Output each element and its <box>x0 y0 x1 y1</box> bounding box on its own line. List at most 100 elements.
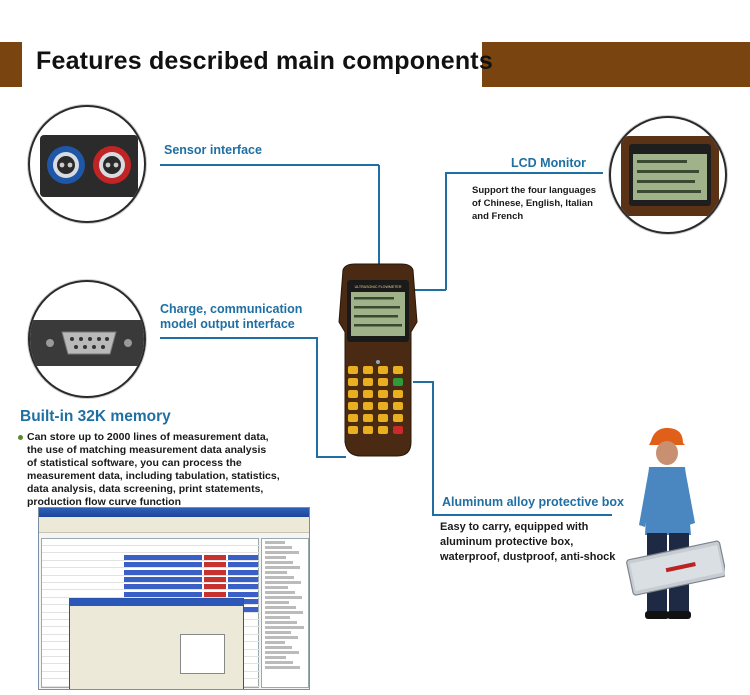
sensor-label-underline <box>160 164 379 166</box>
header-band-right <box>482 42 750 87</box>
device-key <box>363 414 373 422</box>
software-table-cell <box>228 591 258 597</box>
sensor-connector-icon <box>40 135 138 197</box>
software-dialog-chart <box>180 634 225 674</box>
software-table-cell <box>228 569 258 575</box>
software-table-row <box>42 569 260 576</box>
memory-desc-line-5: data analysis, data screening, print sta… <box>27 483 264 495</box>
charge-connector-line <box>316 337 318 457</box>
device-key <box>348 402 358 410</box>
lcd-screen-icon <box>621 136 719 216</box>
db9-port-icon <box>30 320 144 366</box>
aluminum-box-label: Aluminum alloy protective box <box>442 495 624 509</box>
lcd-label-underline <box>445 172 603 174</box>
software-side-line <box>265 576 294 579</box>
lcd-desc-line-2: of Chinese, English, Italian <box>472 198 593 209</box>
lcd-desc-line-1: Support the four languages <box>472 185 597 196</box>
device-key <box>363 426 373 434</box>
software-window-toolbar <box>39 524 309 533</box>
software-dialog <box>69 598 244 689</box>
aluminum-desc-line-3: waterproof, dustproof, anti-shock <box>440 551 616 563</box>
software-side-line <box>265 666 300 669</box>
software-side-line <box>265 616 290 619</box>
software-table-cell <box>228 577 258 582</box>
device-key <box>363 378 373 386</box>
device-key <box>393 390 403 398</box>
software-table-cell <box>204 569 226 575</box>
header-band-left <box>0 42 22 87</box>
software-table-cell <box>124 562 202 568</box>
charge-label-underline <box>160 337 317 339</box>
software-table-cell <box>124 577 202 582</box>
software-table-row <box>42 554 260 561</box>
software-table-row <box>42 561 260 569</box>
software-side-line <box>265 621 297 624</box>
software-side-panel <box>261 538 309 688</box>
aluminum-desc-line-2: aluminum protective box, <box>440 536 574 548</box>
software-side-line <box>265 546 292 549</box>
software-side-line <box>265 636 298 639</box>
lcd-monitor-circle <box>609 116 727 234</box>
software-table-row <box>42 583 260 591</box>
software-side-line <box>265 631 291 634</box>
lcd-monitor-label: LCD Monitor <box>511 156 586 170</box>
software-window-titlebar <box>39 508 309 517</box>
memory-desc-line-6: production flow curve function <box>27 496 181 508</box>
software-side-line <box>265 571 287 574</box>
software-table-row <box>42 591 260 598</box>
software-side-line <box>265 541 285 544</box>
software-table-cell <box>204 562 226 568</box>
software-side-line <box>265 656 286 659</box>
device-key <box>393 378 403 386</box>
device-key <box>363 390 373 398</box>
device-key <box>378 426 388 434</box>
software-side-line <box>265 586 288 589</box>
software-side-line <box>265 596 302 599</box>
software-side-line <box>265 551 299 554</box>
worker-figure-icon <box>626 427 725 619</box>
charge-label-line-2: model output interface <box>160 317 295 331</box>
software-side-line <box>265 626 304 629</box>
software-table-cell <box>228 562 258 568</box>
device-key <box>363 402 373 410</box>
aluminum-connector-line <box>432 381 434 515</box>
aluminum-desc-line-1: Easy to carry, equipped with <box>440 521 589 533</box>
device-brand-text: ULTRASONIC FLOWMETER <box>355 285 402 289</box>
sensor-interface-circle <box>28 105 146 223</box>
memory-desc: Can store up to 2000 lines of measuremen… <box>18 431 288 509</box>
software-side-line <box>265 601 289 604</box>
software-table-row <box>42 539 260 546</box>
device-key <box>393 366 403 374</box>
software-side-line <box>265 566 300 569</box>
device-key <box>378 366 388 374</box>
software-table-cell <box>228 584 258 590</box>
software-side-line <box>265 591 295 594</box>
device-key <box>393 402 403 410</box>
device-key <box>378 378 388 386</box>
software-table-cell <box>228 554 258 560</box>
device-key <box>348 390 358 398</box>
software-table-cell <box>124 569 202 575</box>
software-side-line <box>265 611 303 614</box>
aluminum-connector-horizontal <box>413 381 433 383</box>
device-key <box>348 414 358 422</box>
device-key <box>378 402 388 410</box>
software-table-cell <box>204 554 226 560</box>
software-table-row <box>42 546 260 554</box>
lcd-connector-horizontal <box>405 289 446 291</box>
memory-desc-line-1: Can store up to 2000 lines of measuremen… <box>27 431 269 443</box>
software-side-line <box>265 606 296 609</box>
device-key <box>393 414 403 422</box>
software-table-cell <box>124 584 202 590</box>
device-key <box>393 426 403 434</box>
device-key <box>348 366 358 374</box>
device-key <box>348 378 358 386</box>
lcd-connector-line <box>445 172 447 290</box>
aluminum-box-desc: Easy to carry, equipped with aluminum pr… <box>440 520 615 565</box>
memory-desc-line-3: of statistical software, you can process… <box>27 457 242 469</box>
software-table-cell <box>204 591 226 597</box>
memory-desc-line-4: measurement data, including tabulation, … <box>27 470 280 482</box>
charge-interface-circle <box>28 280 146 398</box>
lcd-desc-line-3: and French <box>472 211 524 222</box>
software-table-cell <box>204 577 226 582</box>
